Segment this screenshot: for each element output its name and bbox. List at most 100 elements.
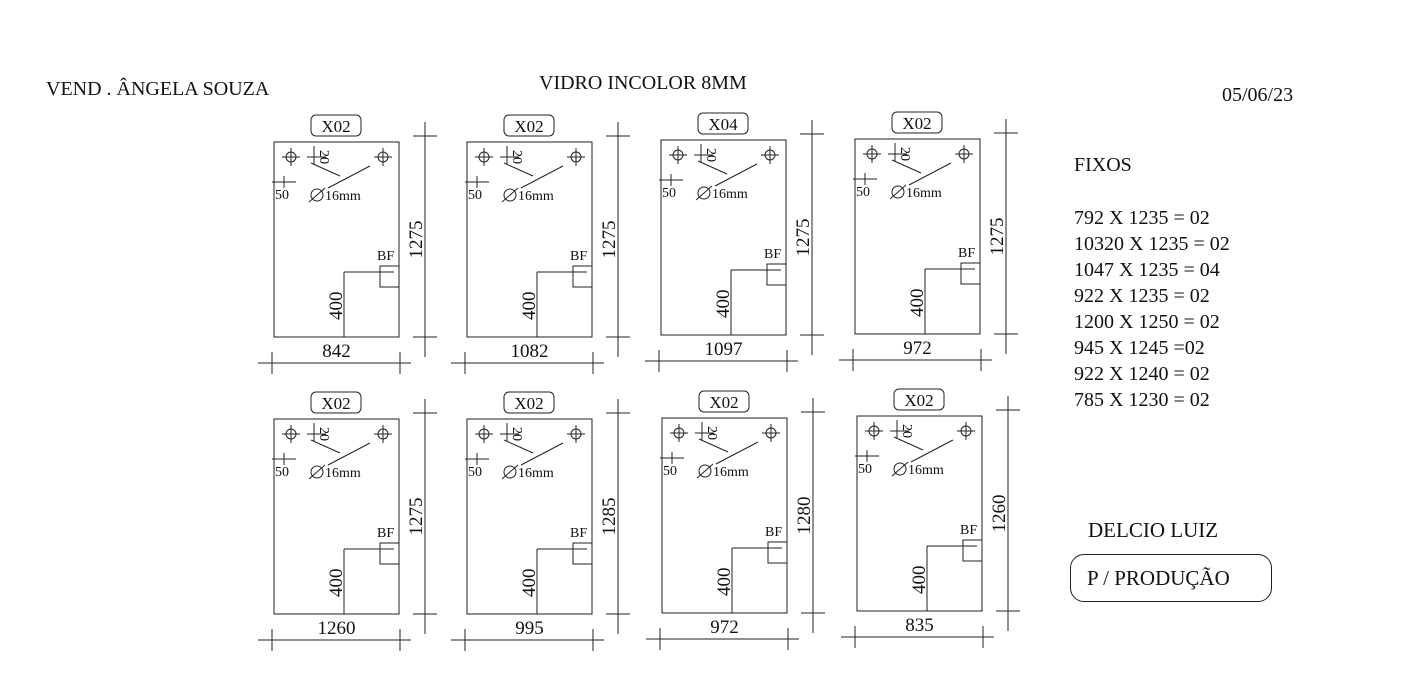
panel-outline [660,139,787,336]
quantity-label: X02 [902,114,931,133]
fitting-label: BF [765,525,782,540]
hole-offset-label: 20 [509,427,524,441]
panel-outline [273,418,400,615]
leader-line [503,162,534,177]
hole-diameter-label: 16mm [518,189,554,204]
panel-height: 1280 [794,497,815,535]
diameter-symbol-slash [308,464,326,480]
edge-offset-label: 50 [275,188,289,203]
panel-width: 995 [515,618,544,639]
fixos-item: 945 X 1245 =02 [1074,337,1205,359]
diameter-symbol-slash [891,461,909,477]
panel-height: 1275 [793,219,814,257]
fitting-label: BF [764,247,781,262]
quantity-tag [310,114,362,137]
hole-offset-label: 20 [509,150,524,164]
fixos-title: FIXOS [1074,154,1132,176]
fixos-item: 922 X 1235 = 02 [1074,285,1210,307]
diameter-symbol-slash [889,184,907,200]
fitting-label: BF [960,523,977,538]
leader-line [908,162,952,186]
diameter-symbol [698,464,712,478]
fitting-height-label: 400 [326,292,347,321]
quantity-tag [698,390,750,413]
panel-width: 1082 [511,341,549,362]
fixos-item: 1200 X 1250 = 02 [1074,311,1220,333]
leader-line [520,442,564,466]
hole-diameter-label: 16mm [713,465,749,480]
vendor-name: VEND . ÂNGELA SOUZA [46,78,270,100]
fitting-height-label: 400 [326,569,347,598]
fitting-box [379,542,400,565]
diameter-symbol-slash [696,463,714,479]
fitting-height-label: 400 [907,289,928,318]
panel-outline [273,141,400,338]
fixos-item: 1047 X 1235 = 04 [1074,259,1220,281]
fitting-label: BF [958,246,975,261]
hole-diameter-label: 16mm [908,463,944,478]
leader-line [893,436,924,451]
production-stamp: P / PRODUÇÃO [1070,554,1272,602]
leader-line [697,160,728,175]
diameter-symbol [697,186,711,200]
fixos-item: 785 X 1230 = 02 [1074,389,1210,411]
quantity-tag [697,112,749,135]
leader-line [520,165,564,189]
edge-offset-label: 50 [858,462,872,477]
hole-offset-label: 20 [704,426,719,440]
leader-line [327,442,371,466]
leader-line [698,438,729,453]
leader-line [714,163,758,187]
drawing-title: VIDRO INCOLOR 8MM [539,72,747,94]
hole-diameter-label: 16mm [906,186,942,201]
fixos-list: 792 X 1235 = 02 10320 X 1235 = 02 1047 X… [1074,205,1230,413]
leader-line [310,162,341,177]
panel-width: 842 [322,341,351,362]
edge-offset-label: 50 [663,464,677,479]
diameter-symbol-slash [308,187,326,203]
hole-diameter-label: 16mm [518,466,554,481]
fitting-box [962,539,983,562]
fitting-label: BF [570,526,587,541]
quantity-label: X02 [709,393,738,412]
panel-height: 1275 [599,221,620,259]
quantity-label: X04 [708,115,738,134]
hole-diameter-label: 16mm [325,466,361,481]
panel-height: 1260 [989,495,1010,533]
panel-width: 972 [710,617,739,638]
leader-line [715,441,759,465]
panel-outline [856,415,983,612]
hole-offset-label: 20 [316,427,331,441]
quantity-tag [893,388,945,411]
panel-height: 1275 [406,221,427,259]
diameter-symbol [310,465,324,479]
quantity-label: X02 [321,117,350,136]
quantity-tag [503,391,555,414]
fitting-box [572,542,593,565]
leader-line [503,439,534,454]
quantity-tag [503,114,555,137]
fitting-box [767,541,788,564]
fitting-box [960,262,981,285]
diameter-symbol [503,188,517,202]
leader-line [327,165,371,189]
edge-offset-label: 50 [275,465,289,480]
panel-width: 1097 [705,339,743,360]
quantity-tag [310,391,362,414]
quantity-label: X02 [514,117,543,136]
panel-outline [854,138,981,335]
panel-outline [661,417,788,614]
fitting-label: BF [570,249,587,264]
fitting-box [379,265,400,288]
hole-offset-label: 20 [899,424,914,438]
diameter-symbol [891,185,905,199]
leader-line [310,439,341,454]
panel-width: 1260 [318,618,356,639]
